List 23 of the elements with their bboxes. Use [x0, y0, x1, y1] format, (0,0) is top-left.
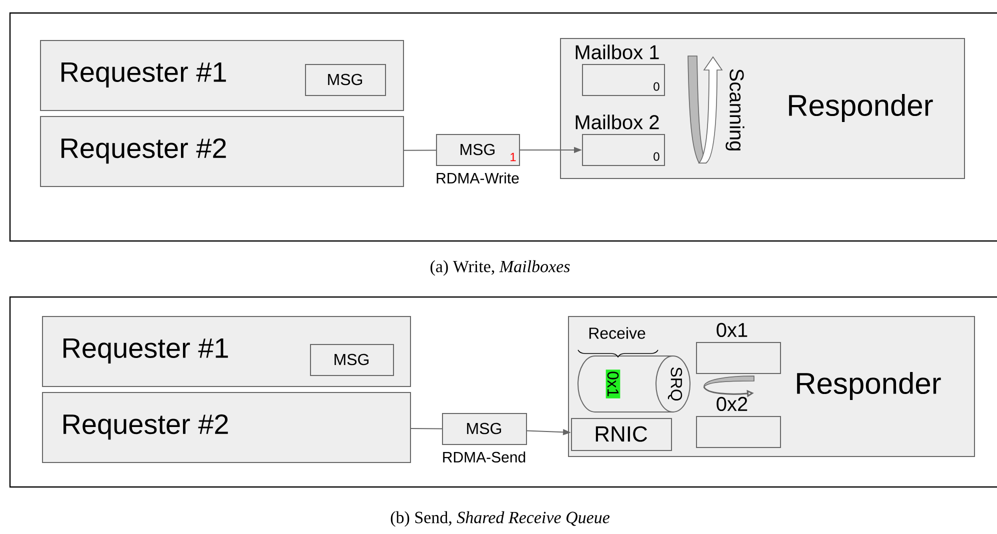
slot-heading: 0x2 [716, 396, 748, 412]
slot-box: 0 [582, 64, 665, 96]
slot-heading: Mailbox 2 [576, 114, 659, 130]
queue-name: SRQ [668, 367, 682, 401]
caption: (a) Write, Mailboxes [430, 260, 570, 276]
scanning-label: Scanning [726, 69, 744, 150]
requester-box: Requester #2 [42, 392, 411, 463]
sequence-number: 1 [510, 152, 516, 162]
slot-heading: 0x1 [716, 322, 748, 338]
operation-label: RDMA-Write [436, 172, 519, 184]
slot-box: 0 [582, 134, 665, 166]
operation-label: RDMA-Send [443, 451, 526, 462]
rnic-box: RNIC [571, 418, 672, 451]
message-box: MSG [305, 64, 386, 96]
connector [410, 428, 442, 430]
connector [404, 150, 436, 151]
requester-box: Requester #2 [40, 116, 404, 187]
message-box: MSG [310, 344, 394, 376]
queue-entry: 0x1 [606, 370, 620, 398]
message-box: MSG [442, 412, 527, 445]
caption: (b) Send, Shared Receive Queue [390, 511, 610, 527]
brace-label: Receive [589, 327, 646, 339]
slot-heading: Mailbox 1 [576, 44, 659, 60]
